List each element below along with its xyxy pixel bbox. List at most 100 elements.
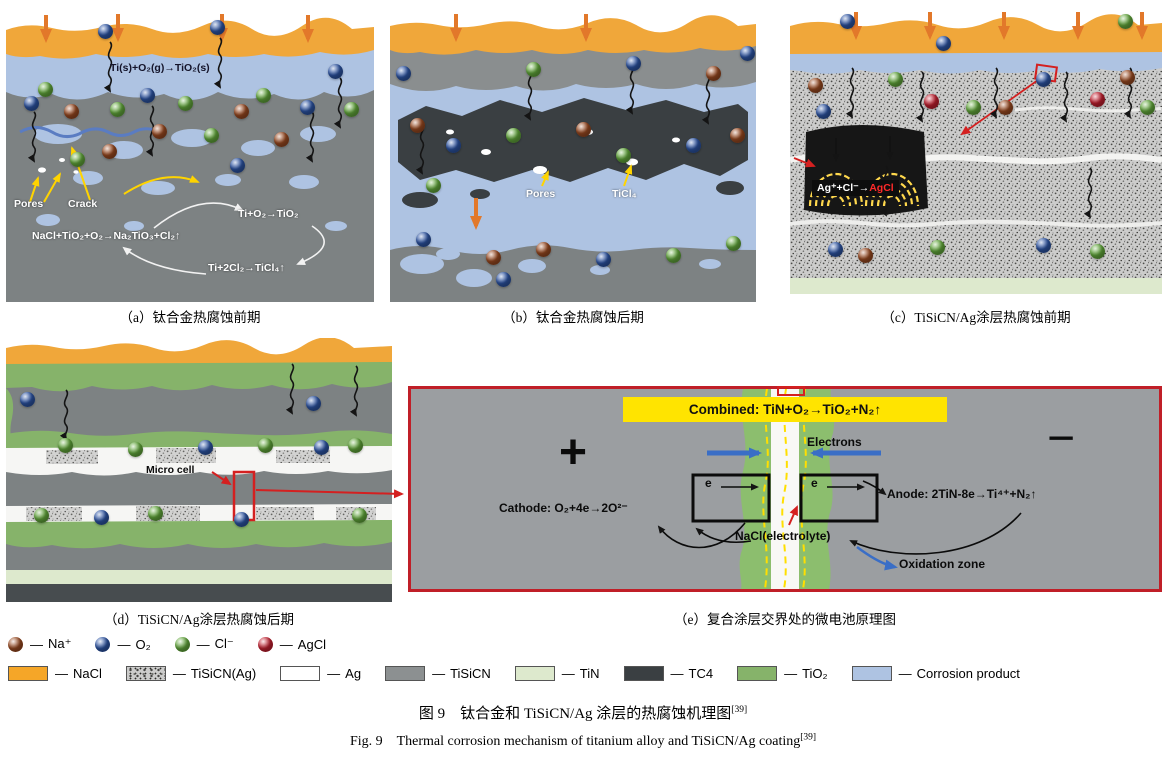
caption-panel-b: （b）钛合金热腐蚀后期 — [502, 310, 644, 325]
anode-cell-box — [799, 473, 879, 523]
tio2-right-strip — [799, 389, 835, 589]
particle-na — [576, 122, 591, 137]
particle-cl — [506, 128, 521, 143]
figure-caption-zh: 图 9 钛合金和 TiSiCN/Ag 涂层的热腐蚀机理图[39] — [0, 702, 1166, 723]
particle-cl — [348, 438, 363, 453]
legend-dash: — — [561, 666, 575, 681]
corrosion-product-band — [790, 48, 1162, 74]
legend-dash: — — [30, 636, 43, 652]
corrosion-product-layer — [6, 44, 374, 101]
micro-cell-connector-arrow — [255, 489, 404, 499]
tin-layer — [790, 278, 1162, 294]
legend-label: Ag — [345, 666, 362, 681]
legend-dash: — — [117, 636, 131, 652]
reaction-flow-arrows — [657, 480, 1022, 555]
particle-cl — [110, 102, 125, 117]
salt-reaction-label: NaCl+TiO₂+O₂→Na₂TiO₃+Cl₂↑ — [32, 230, 181, 242]
particle-na — [808, 78, 823, 93]
panel-e-graphic — [411, 389, 1159, 589]
particle-o2 — [306, 396, 321, 411]
particle-o2 — [446, 138, 461, 153]
legend-label: Na⁺ — [48, 636, 72, 651]
legend-item-tc4: — TC4 — [623, 666, 713, 681]
panel-b-graphic — [390, 12, 756, 302]
particle-o2 — [1036, 238, 1051, 253]
chloride-reaction-label: Ti+2Cl₂→TiCl₄↑ — [208, 262, 285, 274]
crack-line — [19, 126, 158, 139]
legend-item-corrosion: — Corrosion product — [851, 666, 1020, 681]
particle-na — [234, 104, 249, 119]
legend-dash: — — [172, 666, 186, 681]
micro-cell-label: Micro cell — [146, 464, 195, 476]
particle-o2 — [198, 440, 213, 455]
anode-sign: − — [1047, 412, 1076, 465]
particle-o2 — [626, 56, 641, 71]
agcl-reaction-label: Ag⁺+Cl⁻→AgCl — [812, 180, 899, 196]
legend-dash: — — [670, 666, 684, 681]
particle-cl — [888, 72, 903, 87]
legend-label: TiSiCN(Ag) — [190, 666, 257, 681]
particle-cl — [148, 506, 163, 521]
legend-dash: — — [898, 666, 912, 681]
pointer-arrows — [29, 146, 200, 203]
particle-o2 — [20, 392, 35, 407]
tin-swatch-icon — [514, 666, 555, 681]
micro-cell-arrow — [211, 471, 232, 486]
particle-na — [486, 250, 501, 265]
particle-o2 — [816, 104, 831, 119]
particle-o2 — [686, 138, 701, 153]
legend-item-na: — Na⁺ — [8, 636, 71, 652]
tc4-layer — [6, 584, 392, 602]
particle-o2 — [98, 24, 113, 39]
ag-release-arrows — [832, 136, 894, 162]
deposit-arrows — [40, 14, 314, 43]
legend-dash: — — [196, 636, 210, 652]
particle-agcl — [924, 94, 939, 109]
panel-c-graphic — [790, 10, 1162, 302]
electrolyte-arrow — [788, 505, 798, 526]
figure-caption-en: Fig. 9 Thermal corrosion mechanism of ti… — [0, 730, 1166, 750]
caption-zh-ref: [39] — [731, 705, 748, 715]
substrate-layer — [390, 245, 756, 302]
particle-cl — [58, 438, 73, 453]
caption-panel-d: （d）TiSiCN/Ag涂层热腐蚀后期 — [103, 612, 295, 627]
tc4-fragments — [402, 181, 744, 208]
oxidation-zone-arrow — [856, 545, 898, 571]
particle-cl — [1140, 100, 1155, 115]
nacl-layer — [790, 14, 1162, 54]
electron-symbol-left: e — [705, 476, 712, 490]
particle-o2 — [314, 440, 329, 455]
particle-o2 — [936, 36, 951, 51]
particle-cl — [204, 128, 219, 143]
tio2-swatch-icon — [737, 666, 778, 681]
agcl-reaction-left: Ag⁺+Cl⁻→ — [817, 182, 870, 194]
particle-cl — [930, 240, 945, 255]
legend-dash: — — [432, 666, 446, 681]
particle-o2 — [1036, 72, 1051, 87]
particle-cl — [34, 508, 49, 523]
surface-reaction-label: Ti(s)+O₂(g)→TiO₂(s) — [110, 62, 210, 74]
particle-o2 — [396, 66, 411, 81]
particle-na — [730, 128, 745, 143]
na-particle-icon — [8, 636, 23, 652]
particle-o2 — [828, 242, 843, 257]
nacl-layer — [6, 17, 374, 59]
panel-a-graphic — [6, 12, 374, 302]
particle-na — [64, 104, 79, 119]
tio2-top-band — [6, 358, 392, 392]
pointer-arrows — [541, 164, 633, 187]
particle-na — [706, 66, 721, 81]
tisicn-swatch-icon — [385, 666, 426, 681]
particle-o2 — [328, 64, 343, 79]
particle-o2 — [740, 46, 755, 61]
particle-o2 — [210, 20, 225, 35]
caption-zh-text: 图 9 钛合金和 TiSiCN/Ag 涂层的热腐蚀机理图 — [418, 706, 732, 722]
legend-item-tio2: — TiO₂ — [737, 666, 828, 681]
panel-d: Micro cell — [6, 338, 392, 602]
legend-item-agcl: — AgCl — [257, 636, 326, 652]
particle-cl — [70, 152, 85, 167]
legend-item-ag: — Ag — [280, 666, 361, 681]
agcl-particle-icon — [257, 636, 273, 652]
tio2-lower-band — [6, 520, 392, 549]
particle-na — [152, 124, 167, 139]
